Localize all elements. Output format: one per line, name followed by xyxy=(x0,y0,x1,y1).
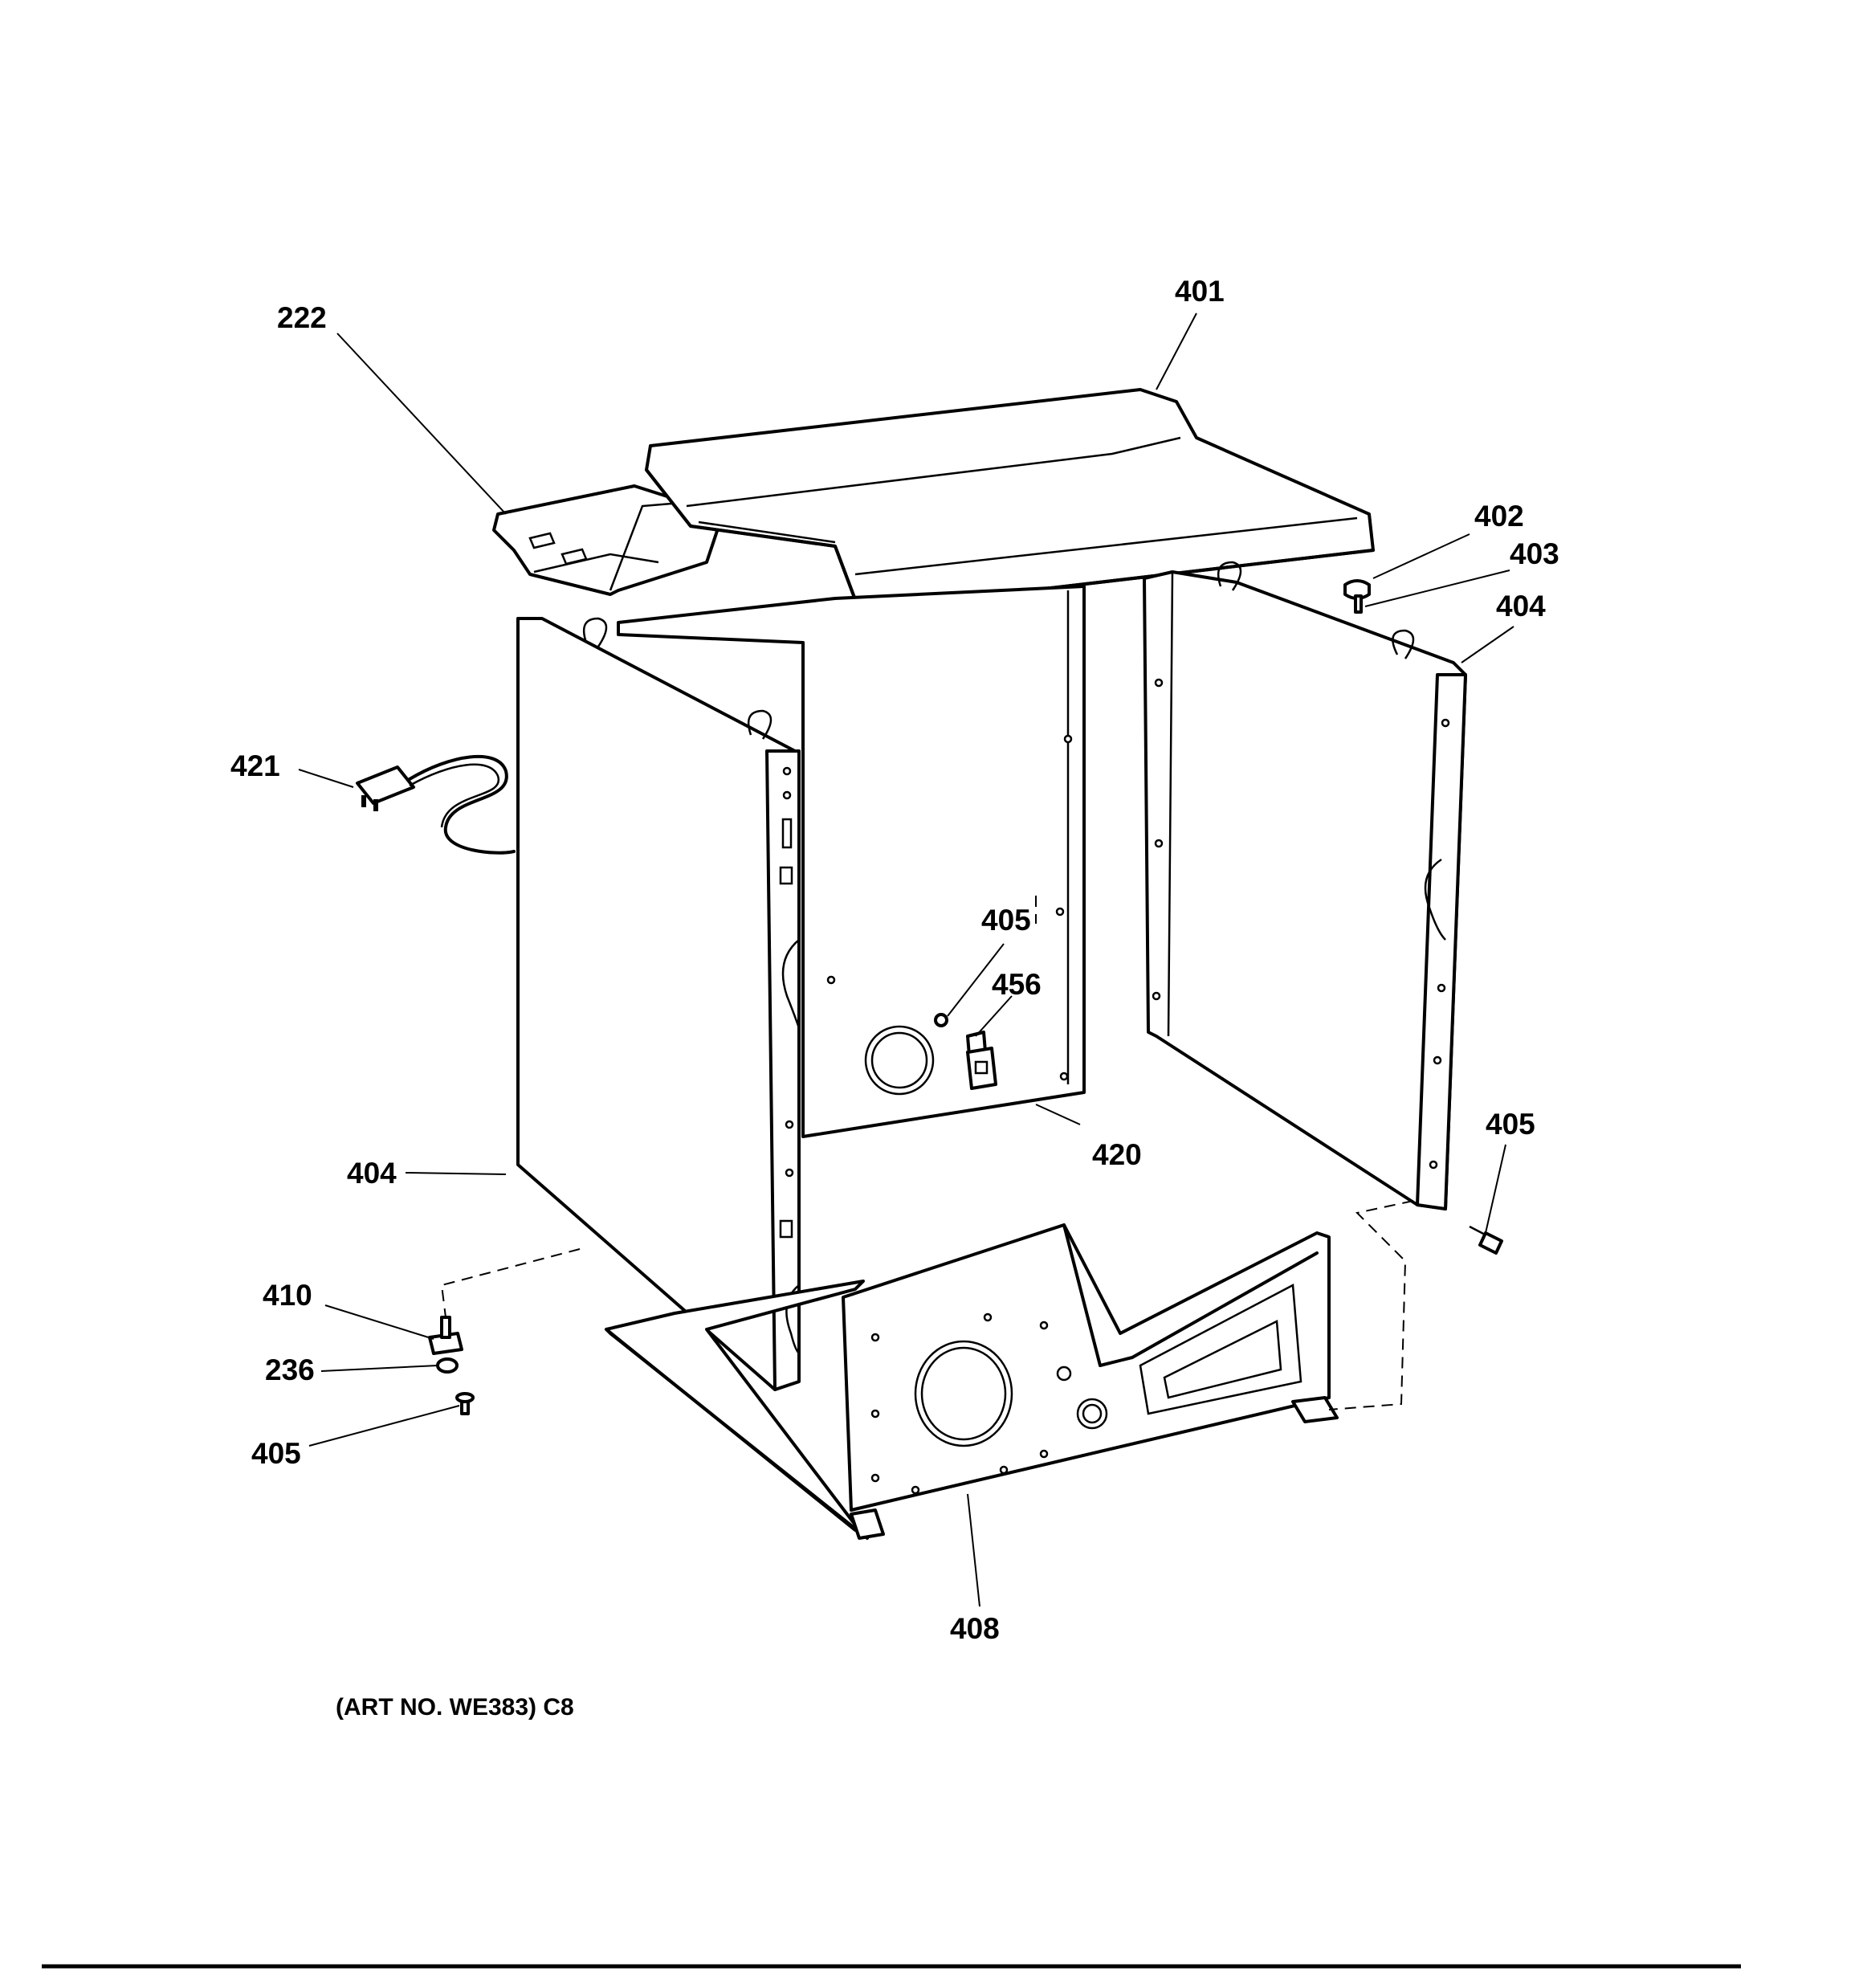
callout-405-center: 405 xyxy=(981,904,1031,937)
callout-401: 401 xyxy=(1175,275,1225,308)
part-404-left-side-panel xyxy=(516,617,801,1391)
part-405-right-screw xyxy=(1469,1225,1503,1255)
part-405-center-screw xyxy=(934,1013,948,1027)
callout-405-right: 405 xyxy=(1486,1108,1535,1141)
art-number: (ART NO. WE383) C8 xyxy=(336,1694,574,1721)
callout-408: 408 xyxy=(950,1612,1000,1645)
alignment-lines xyxy=(440,896,1414,1410)
callout-402: 402 xyxy=(1474,500,1524,533)
part-403-screw xyxy=(1354,594,1363,614)
callout-420: 420 xyxy=(1092,1138,1142,1171)
part-404-right-side-panel xyxy=(1143,561,1467,1210)
part-405-left-screw xyxy=(455,1392,475,1415)
part-402-bumper xyxy=(1343,579,1371,600)
part-401-top-panel xyxy=(645,388,1375,612)
leader-lines xyxy=(298,312,1514,1607)
callout-236: 236 xyxy=(265,1353,315,1386)
part-410-leg-bracket xyxy=(428,1316,463,1355)
part-408-base xyxy=(605,1223,1339,1540)
part-236-leveling-leg xyxy=(436,1357,459,1374)
callout-405-left: 405 xyxy=(251,1437,301,1470)
callout-222: 222 xyxy=(277,301,327,334)
callout-404-left: 404 xyxy=(347,1157,397,1190)
callout-410: 410 xyxy=(263,1279,312,1312)
callout-403: 403 xyxy=(1510,537,1559,570)
part-421-power-cord xyxy=(356,754,516,855)
callout-456: 456 xyxy=(992,968,1042,1001)
callout-404-right: 404 xyxy=(1496,590,1546,623)
part-420-back-panel xyxy=(617,585,1086,1138)
callout-labels: 222 401 402 403 404 421 405 456 405 420 … xyxy=(230,275,1559,1645)
callout-421: 421 xyxy=(230,749,280,782)
